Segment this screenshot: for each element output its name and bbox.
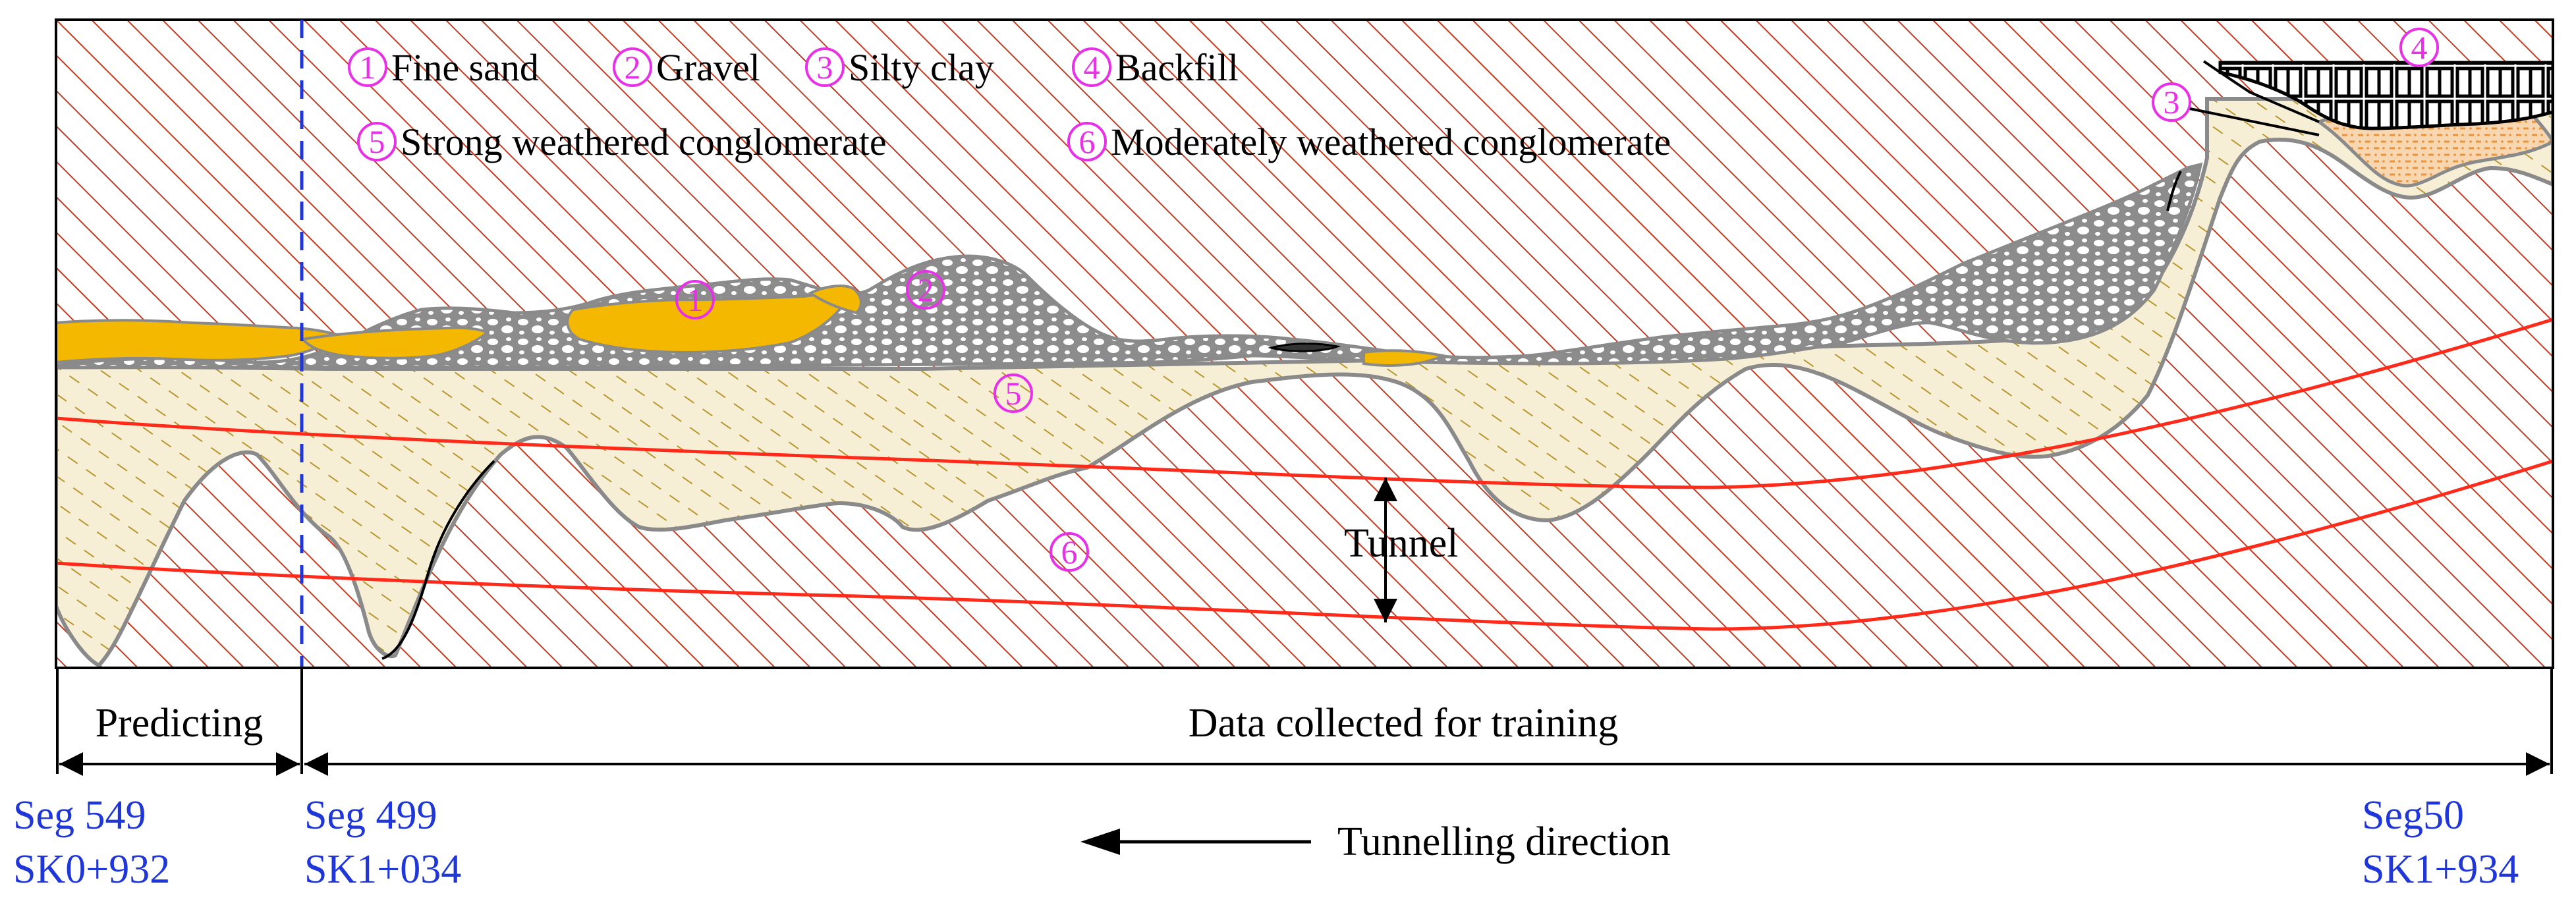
svg-text:Silty clay: Silty clay: [849, 46, 994, 89]
layer-fine-sand: [1362, 349, 1447, 367]
svg-text:1: 1: [687, 281, 704, 318]
legend: 1 Fine sand 2 Gravel 3 Silty clay 4 Back…: [348, 46, 1671, 163]
svg-text:6: 6: [1079, 123, 1096, 160]
chainage-middle-label: SK1+034: [304, 847, 461, 892]
geological-section: [56, 20, 2553, 668]
predicting-label: Predicting: [96, 701, 264, 746]
marker-silty-clay: 3: [2152, 82, 2191, 122]
tunnel-lower-boundary: [56, 459, 2553, 631]
contour-line: [381, 460, 495, 660]
svg-text:1: 1: [360, 49, 376, 86]
seg-right-label: Seg50: [2362, 793, 2464, 838]
seg-left-label: Seg 549: [13, 793, 146, 838]
layer-fine-sand: [566, 293, 849, 354]
svg-text:3: 3: [2164, 84, 2180, 121]
svg-text:4: 4: [1084, 49, 1100, 86]
svg-text:3: 3: [817, 49, 833, 86]
chainage-left-label: SK0+932: [13, 847, 170, 892]
svg-text:2: 2: [918, 271, 934, 308]
svg-text:Moderately weathered conglomer: Moderately weathered conglomerate: [1111, 121, 1671, 163]
svg-text:5: 5: [369, 123, 385, 160]
chainage-right-label: SK1+934: [2362, 847, 2519, 892]
layer-backfill: [2218, 61, 2553, 130]
layer-gravel-lens: [1268, 343, 1341, 352]
legend-item-gravel: 2 Gravel: [613, 46, 760, 89]
contour-line: [2166, 171, 2182, 211]
marker-moderately-weathered: 6: [1050, 532, 1089, 572]
svg-text:6: 6: [1061, 534, 1078, 570]
svg-text:Gravel: Gravel: [656, 46, 760, 89]
training-label: Data collected for training: [1189, 701, 1618, 746]
svg-text:Strong weathered conglomerate: Strong weathered conglomerate: [401, 121, 887, 163]
legend-item-backfill: 4 Backfill: [1072, 46, 1239, 89]
svg-text:Backfill: Backfill: [1115, 46, 1239, 89]
silty-clay-leader: [2189, 107, 2320, 136]
tunnelling-direction-label: Tunnelling direction: [1337, 819, 1671, 864]
tunnelling-direction-arrowhead: [1080, 829, 1120, 855]
svg-text:4: 4: [2411, 29, 2428, 66]
svg-text:2: 2: [625, 49, 641, 86]
legend-item-moderately-weathered: 6 Moderately weathered conglomerate: [1067, 121, 1671, 163]
tunnel-label: Tunnel: [1344, 521, 1458, 566]
contour-line: [2202, 60, 2320, 123]
marker-backfill: 4: [2399, 28, 2439, 67]
layer-fine-sand: [300, 326, 490, 360]
svg-text:5: 5: [1005, 375, 1022, 412]
marker-strong-weathered: 5: [994, 373, 1033, 413]
marker-gravel: 2: [906, 270, 945, 310]
marker-fine-sand: 1: [675, 280, 715, 319]
seg-middle-label: Seg 499: [304, 793, 437, 838]
legend-item-fine-sand: 1 Fine sand: [348, 46, 539, 89]
svg-text:Fine sand: Fine sand: [391, 46, 539, 89]
layer-fine-sand: [808, 285, 862, 315]
tunnel-upper-boundary: [56, 317, 2553, 489]
legend-item-strong-weathered: 5 Strong weathered conglomerate: [357, 121, 887, 163]
legend-item-silty-clay: 3 Silty clay: [805, 46, 994, 89]
